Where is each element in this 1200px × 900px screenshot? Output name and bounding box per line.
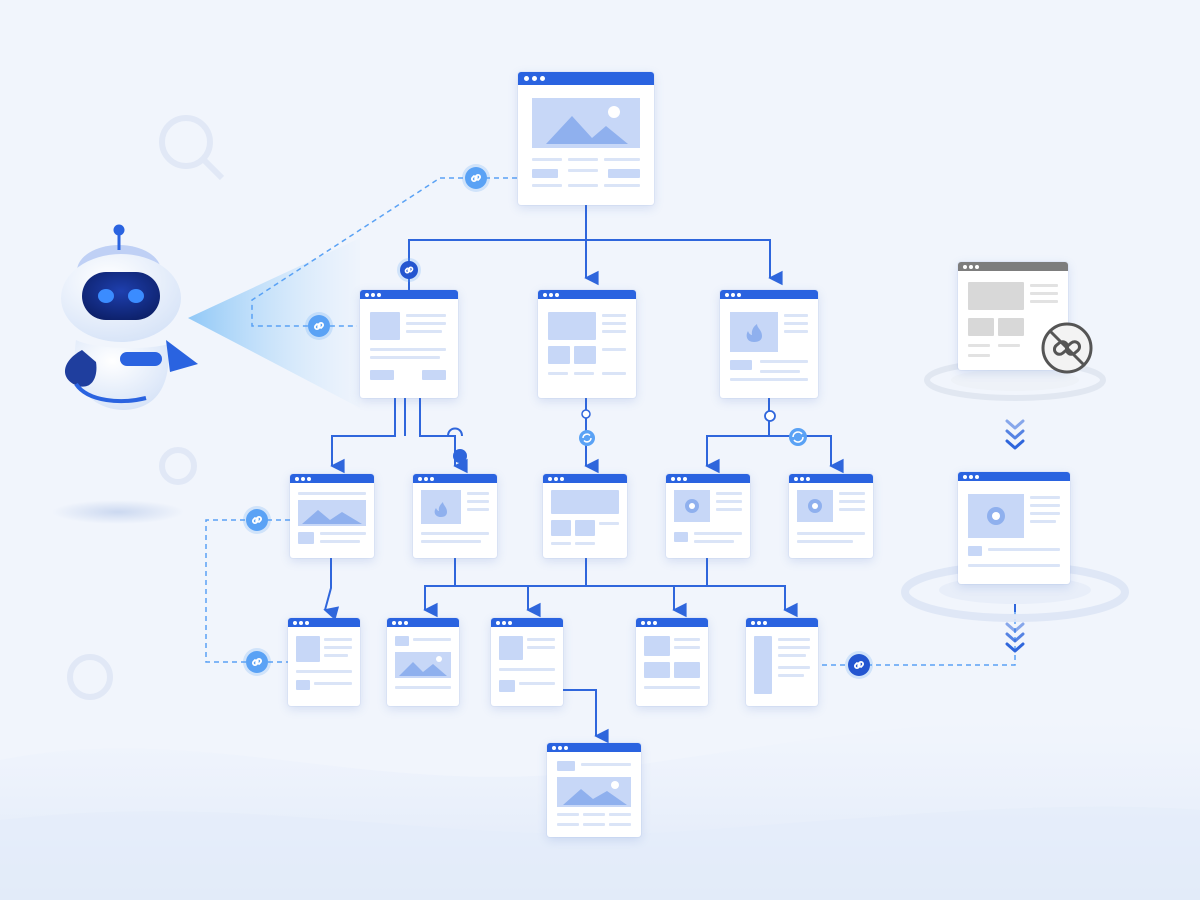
decorative-gear-icon <box>67 115 225 700</box>
image-icon <box>395 652 451 678</box>
page-card-level2-e[interactable] <box>789 474 873 558</box>
chevron-down-icon <box>1005 419 1025 653</box>
page-card-level1-right[interactable] <box>720 290 818 398</box>
link-icon[interactable] <box>400 261 418 279</box>
page-card-level3-a[interactable] <box>288 618 360 706</box>
page-card-level1-middle[interactable] <box>538 290 636 398</box>
redirect-target-page-card[interactable] <box>958 472 1070 584</box>
dashed-links <box>205 177 1016 666</box>
page-card-root[interactable] <box>518 72 654 205</box>
page-card-level2-b[interactable] <box>413 474 497 558</box>
robot-icon <box>52 224 198 524</box>
media-icon <box>797 490 833 522</box>
link-icon[interactable] <box>308 315 330 337</box>
broken-link-icon <box>1041 322 1093 374</box>
media-icon <box>674 490 710 522</box>
page-card-level3-c[interactable] <box>491 618 563 706</box>
media-icon <box>968 494 1024 538</box>
link-icon[interactable] <box>246 509 268 531</box>
page-card-level1-left[interactable] <box>360 290 458 398</box>
page-card-level2-d[interactable] <box>666 474 750 558</box>
link-icon[interactable] <box>465 167 487 189</box>
page-card-level2-c[interactable] <box>543 474 627 558</box>
image-icon <box>557 777 631 807</box>
sync-icon <box>447 409 807 463</box>
image-icon <box>532 98 640 148</box>
page-card-level3-b[interactable] <box>387 618 459 706</box>
page-card-level4[interactable] <box>547 743 641 837</box>
image-icon <box>298 500 366 526</box>
fire-icon <box>421 490 461 524</box>
link-icon[interactable] <box>848 654 870 676</box>
fire-icon <box>730 312 778 352</box>
page-card-level2-a[interactable] <box>290 474 374 558</box>
scan-beam <box>188 238 360 408</box>
link-icon[interactable] <box>246 651 268 673</box>
page-card-level3-e[interactable] <box>746 618 818 706</box>
page-card-level3-d[interactable] <box>636 618 708 706</box>
